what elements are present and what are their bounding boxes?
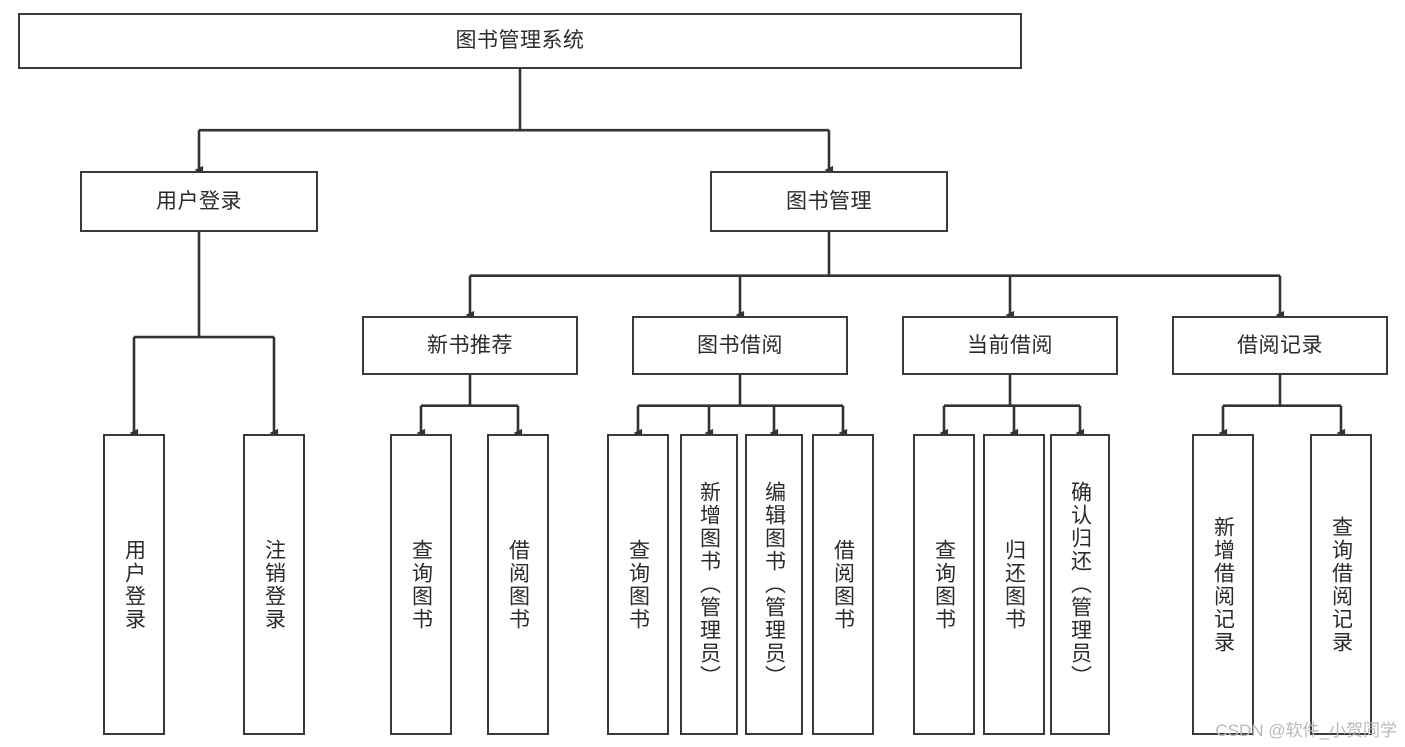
node-label: 归还图书 xyxy=(1002,538,1026,631)
node-leaf-cur-query[interactable]: 查询图书 xyxy=(913,434,975,735)
node-label: 新书推荐 xyxy=(427,333,513,357)
node-leaf-bk-borrow[interactable]: 借阅图书 xyxy=(812,434,874,735)
node-leaf-cur-confirm[interactable]: 确认归还（管理员） xyxy=(1050,434,1110,735)
node-leaf-user-login[interactable]: 用户登录 xyxy=(103,434,165,735)
node-l3-newbook[interactable]: 新书推荐 xyxy=(362,316,578,375)
node-leaf-bk-query[interactable]: 查询图书 xyxy=(607,434,669,735)
node-leaf-rec-add[interactable]: 新增借阅记录 xyxy=(1192,434,1254,735)
node-leaf-cur-return[interactable]: 归还图书 xyxy=(983,434,1045,735)
node-label: 查询图书 xyxy=(626,538,650,631)
node-label: 查询借阅记录 xyxy=(1329,515,1353,654)
csdn-watermark: CSDN @软件_小贺同学 xyxy=(1215,721,1397,740)
node-leaf-bk-edit[interactable]: 编辑图书（管理员） xyxy=(745,434,803,735)
node-label: 借阅图书 xyxy=(506,538,530,631)
node-leaf-nb-query[interactable]: 查询图书 xyxy=(390,434,452,735)
node-l3-current[interactable]: 当前借阅 xyxy=(902,316,1118,375)
node-leaf-bk-add[interactable]: 新增图书（管理员） xyxy=(680,434,738,735)
node-label: 图书管理 xyxy=(786,189,872,213)
node-label: 查询图书 xyxy=(932,538,956,631)
node-label: 图书管理系统 xyxy=(455,29,585,53)
node-leaf-user-logout[interactable]: 注销登录 xyxy=(243,434,305,735)
node-label: 当前借阅 xyxy=(967,333,1053,357)
node-label: 注销登录 xyxy=(262,538,286,631)
node-label: 用户登录 xyxy=(122,538,146,631)
node-label: 编辑图书（管理员） xyxy=(762,481,786,688)
node-label: 图书借阅 xyxy=(697,333,783,357)
node-leaf-rec-query[interactable]: 查询借阅记录 xyxy=(1310,434,1372,735)
node-root[interactable]: 图书管理系统 xyxy=(18,13,1022,69)
edges xyxy=(129,69,1346,438)
node-l3-borrow[interactable]: 图书借阅 xyxy=(632,316,848,375)
node-l3-records[interactable]: 借阅记录 xyxy=(1172,316,1388,375)
node-label: 查询图书 xyxy=(409,538,433,631)
node-label: 借阅图书 xyxy=(831,538,855,631)
node-label: 确认归还（管理员） xyxy=(1068,481,1092,688)
node-label: 用户登录 xyxy=(156,189,242,213)
node-label: 借阅记录 xyxy=(1237,333,1323,357)
node-leaf-nb-borrow[interactable]: 借阅图书 xyxy=(487,434,549,735)
node-l2-login[interactable]: 用户登录 xyxy=(80,171,318,232)
node-label: 新增借阅记录 xyxy=(1211,515,1235,654)
node-label: 新增图书（管理员） xyxy=(697,481,721,688)
node-l2-bookmgmt[interactable]: 图书管理 xyxy=(710,171,948,232)
